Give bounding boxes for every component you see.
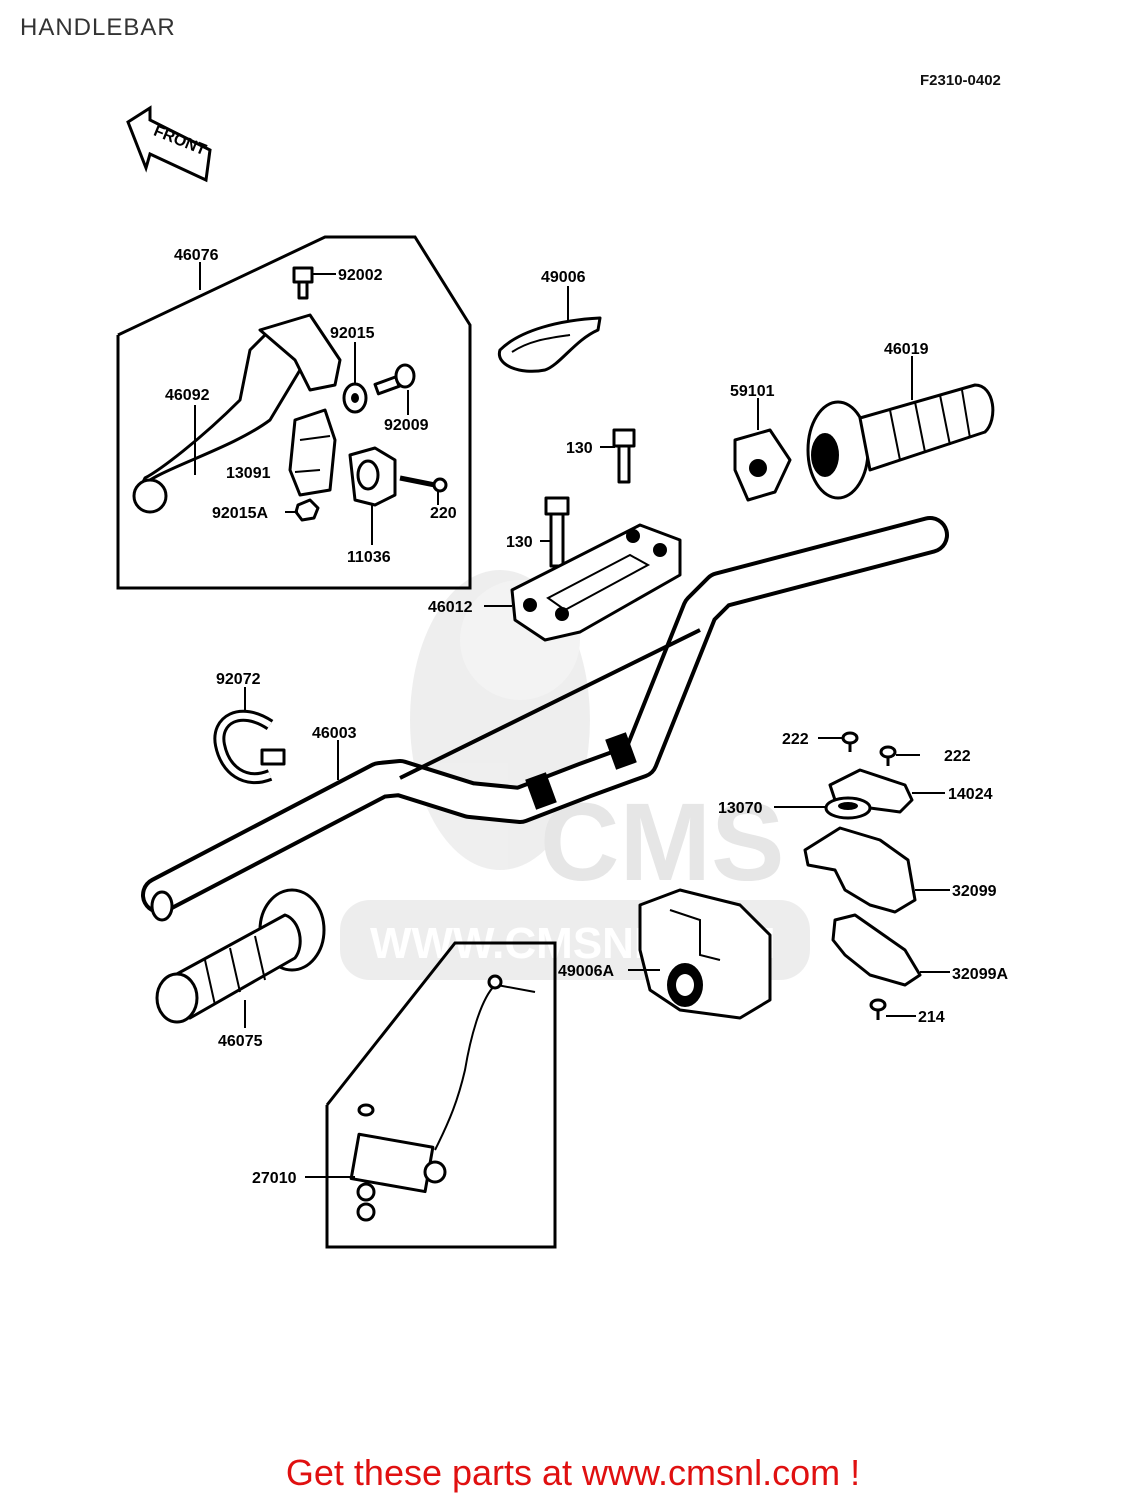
label-49006A: 49006A xyxy=(558,963,614,980)
screw-214-icon xyxy=(869,998,887,1020)
lever-holder-13091-icon xyxy=(288,408,337,497)
label-46003: 46003 xyxy=(312,725,357,742)
cable-guide-59101-icon xyxy=(733,428,792,502)
label-46012: 46012 xyxy=(428,599,473,616)
cover-49006-icon xyxy=(497,316,602,373)
label-46075: 46075 xyxy=(218,1033,263,1050)
collar-13070-icon xyxy=(824,796,872,820)
label-14024: 14024 xyxy=(948,786,993,803)
bolt-92002-icon xyxy=(292,266,314,300)
screw-222b-icon xyxy=(879,745,897,766)
front-arrow: FRONT xyxy=(126,105,212,183)
label-32099: 32099 xyxy=(952,883,997,900)
handlebar-holder-46012-icon xyxy=(510,523,682,642)
label-92072: 92072 xyxy=(216,671,261,688)
leader-lines xyxy=(194,262,950,1178)
label-11036: 11036 xyxy=(347,549,391,566)
label-46092: 46092 xyxy=(165,387,210,404)
screw-92009-icon xyxy=(373,363,416,396)
label-222b: 222 xyxy=(944,748,971,765)
bolt-130b-icon xyxy=(544,496,570,568)
label-32099A: 32099A xyxy=(952,966,1008,983)
label-92002: 92002 xyxy=(338,267,383,284)
housing-32099A-icon xyxy=(831,913,922,987)
housing-32099-icon xyxy=(803,826,917,914)
handlebar-46003-icon xyxy=(141,516,949,922)
screw-222a-icon xyxy=(841,731,859,752)
throttle-grip-46019-icon xyxy=(806,383,995,500)
washer-92015-icon xyxy=(342,382,368,414)
label-59101: 59101 xyxy=(730,383,775,400)
label-13070: 13070 xyxy=(718,800,763,817)
nut-92015A-icon xyxy=(294,498,320,522)
label-92015A: 92015A xyxy=(212,505,268,522)
label-130b: 130 xyxy=(506,534,533,551)
diagram-code: F2310-0402 xyxy=(920,72,1001,89)
label-130a: 130 xyxy=(566,440,593,457)
part-labels: 46076 92002 92015 46092 92009 13091 9201… xyxy=(165,247,1008,1187)
parts-diagram: CMS WWW.CMSNL.COM FRONT xyxy=(116,105,1008,1249)
clutch-lever-icon xyxy=(132,313,342,514)
switch-27010-icon xyxy=(349,974,536,1222)
label-220: 220 xyxy=(430,505,457,522)
label-222a: 222 xyxy=(782,731,809,748)
label-49006: 49006 xyxy=(541,269,586,286)
page-title: HANDLEBAR xyxy=(20,14,176,41)
switch-group-box xyxy=(325,941,557,1249)
label-92009: 92009 xyxy=(384,417,429,434)
clamp-11036-icon xyxy=(348,446,397,507)
label-13091: 13091 xyxy=(226,465,271,482)
band-92072-icon xyxy=(213,709,286,785)
lever-group-box xyxy=(116,235,472,590)
label-214: 214 xyxy=(918,1009,945,1026)
bolt-130a-icon xyxy=(612,428,636,484)
screw-220-icon xyxy=(399,475,448,493)
label-92015: 92015 xyxy=(330,325,375,342)
promo-link[interactable]: Get these parts at www.cmsnl.com ! xyxy=(285,1452,861,1493)
label-46019: 46019 xyxy=(884,341,929,358)
label-27010: 27010 xyxy=(252,1170,297,1187)
label-46076: 46076 xyxy=(174,247,219,264)
grip-46075-icon xyxy=(155,888,326,1024)
